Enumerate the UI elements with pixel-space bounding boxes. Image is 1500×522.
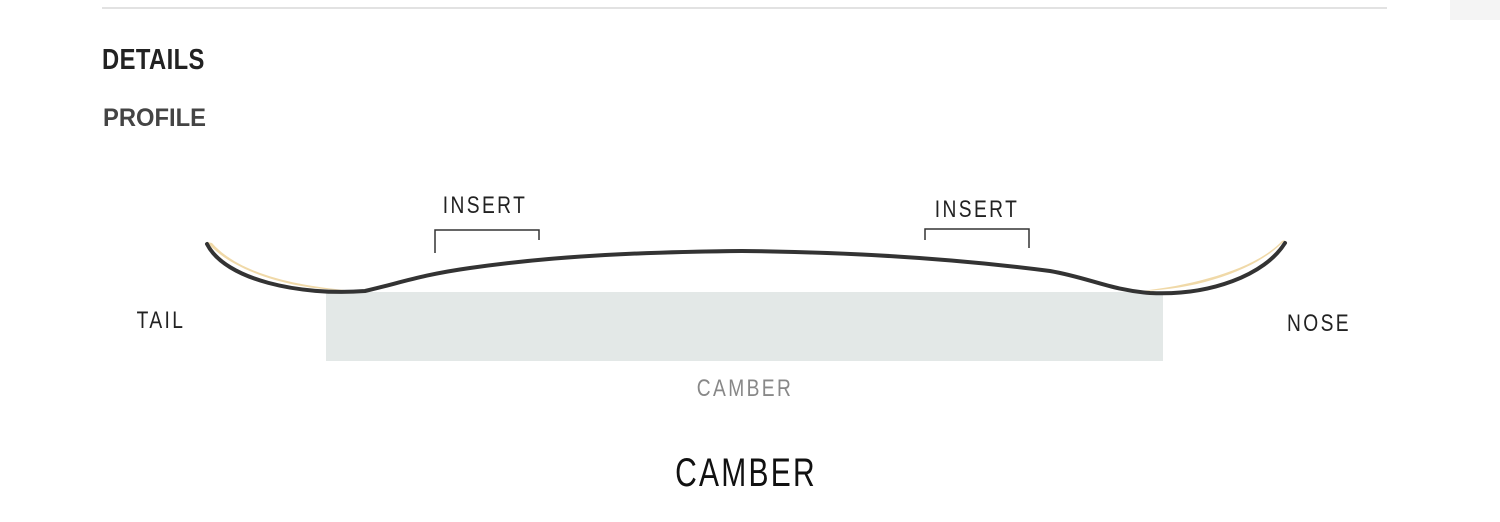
board-profile	[205, 241, 1287, 296]
subsection-title: PROFILE	[103, 104, 206, 132]
corner-panel	[1450, 0, 1500, 20]
camber-zone-label: CAMBER	[697, 374, 794, 402]
insert-bracket-right	[924, 228, 1030, 248]
camber-zone	[326, 292, 1163, 361]
insert-bracket-left	[434, 229, 540, 253]
nose-label: NOSE	[1287, 309, 1351, 337]
profile-name: CAMBER	[675, 451, 817, 495]
insert-label-right: INSERT	[935, 195, 1019, 223]
tail-label: TAIL	[137, 306, 186, 334]
section-title: DETAILS	[102, 44, 205, 76]
divider	[102, 7, 1387, 9]
insert-label-left: INSERT	[443, 191, 527, 219]
